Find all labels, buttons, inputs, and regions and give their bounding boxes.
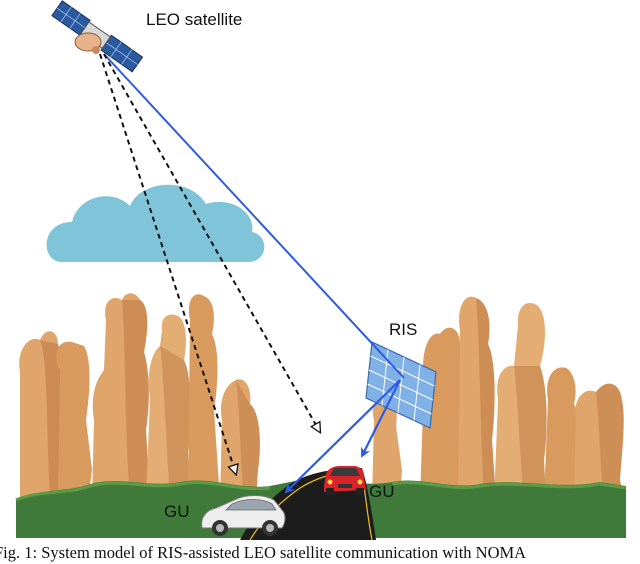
label-gu-right: GU (369, 482, 395, 501)
direct-link-sat-to-ris (103, 53, 405, 379)
blocked-link-to-mid (103, 53, 320, 432)
white-car-icon (201, 495, 286, 536)
signal-links (99, 53, 405, 494)
cloud-icon (46, 184, 265, 262)
satellite-icon (51, 0, 144, 73)
label-gu-left: GU (164, 502, 190, 521)
red-car-icon (324, 466, 366, 495)
rock-formations-left (19, 293, 260, 500)
figure-caption: Fig. 1: System model of RIS-assisted LEO… (0, 543, 527, 562)
label-satellite: LEO satellite (146, 10, 242, 29)
reflected-link-to-right-gu (361, 379, 401, 458)
blocked-link-to-left-gu (99, 53, 236, 474)
label-ris: RIS (389, 320, 417, 339)
ris-panel-icon (365, 341, 437, 429)
reflected-link-to-left-gu (284, 379, 401, 494)
